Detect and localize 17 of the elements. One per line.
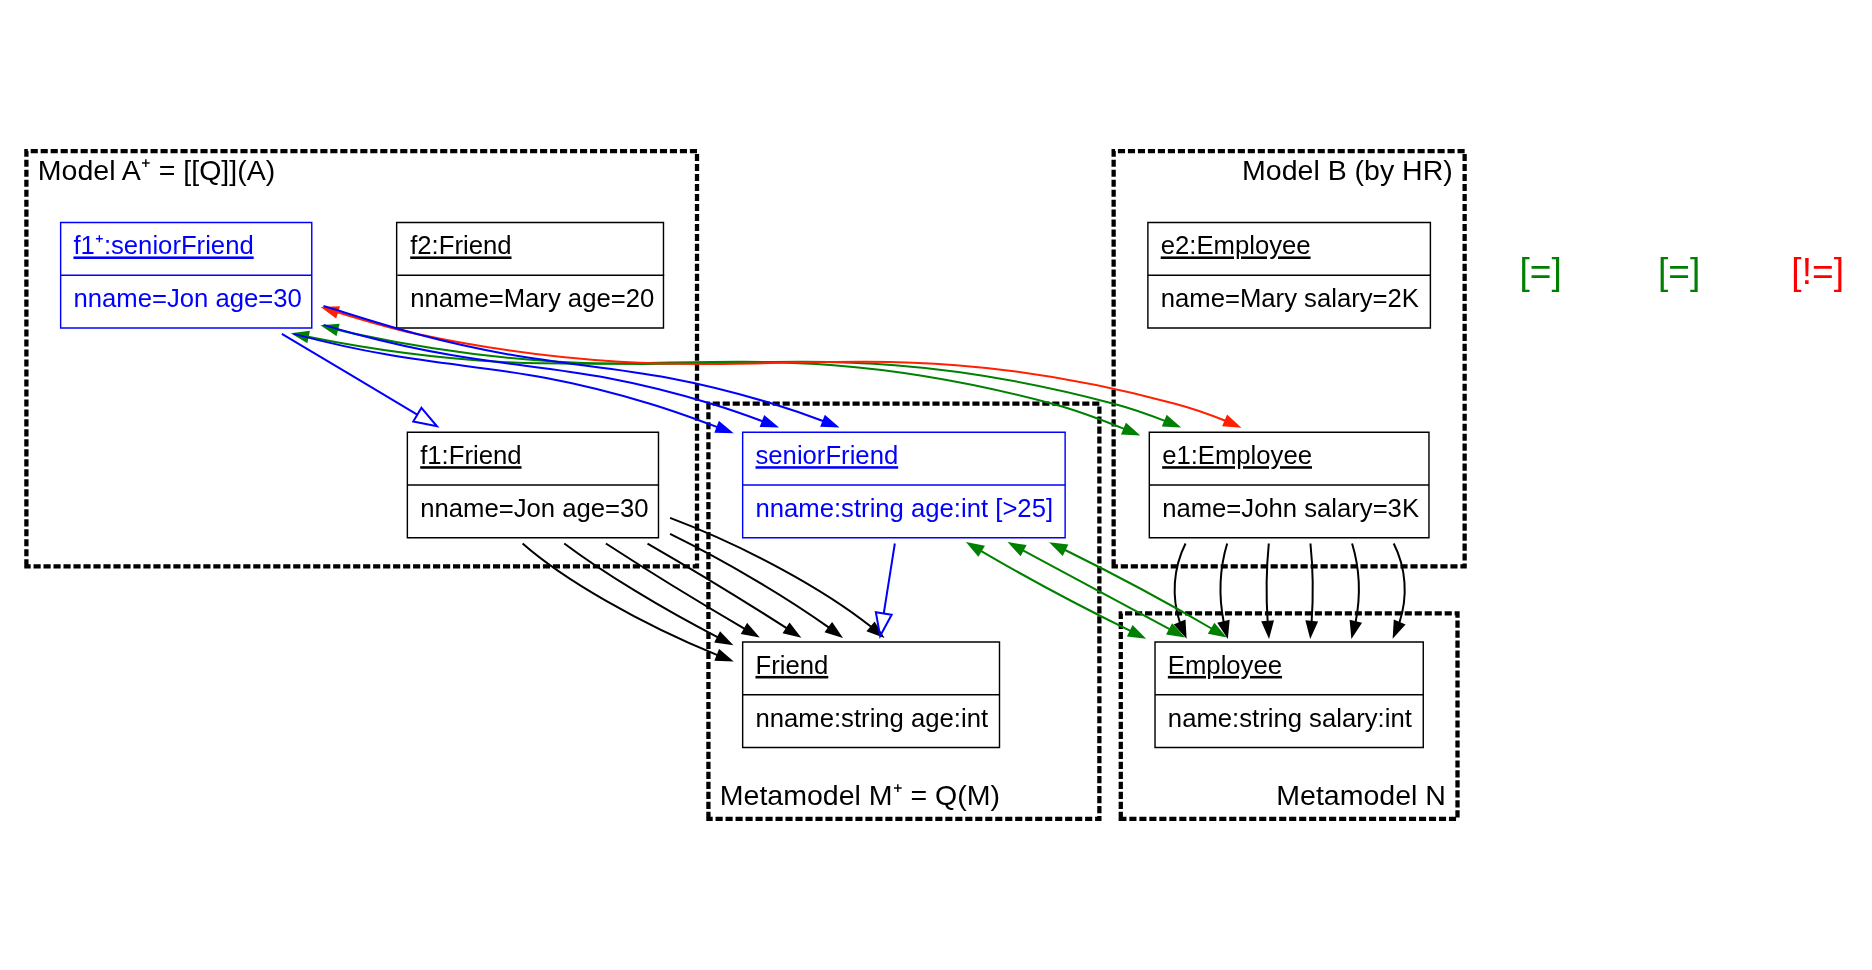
label: [!=] — [1791, 250, 1844, 293]
arrow — [1305, 542, 1319, 640]
arrow — [965, 541, 1147, 639]
arrow — [669, 532, 843, 638]
arrow — [1217, 542, 1230, 639]
arrow — [1349, 542, 1363, 639]
label: [=] — [1519, 250, 1562, 293]
arrow — [521, 542, 734, 662]
arrow — [1392, 542, 1406, 639]
arrow — [874, 542, 896, 640]
arrow — [1007, 542, 1186, 638]
arrow — [563, 542, 734, 646]
arrow — [1049, 542, 1227, 638]
arrow — [604, 542, 760, 638]
arrow — [646, 542, 802, 638]
label: [=] — [1657, 250, 1701, 293]
arrow — [1173, 542, 1187, 639]
